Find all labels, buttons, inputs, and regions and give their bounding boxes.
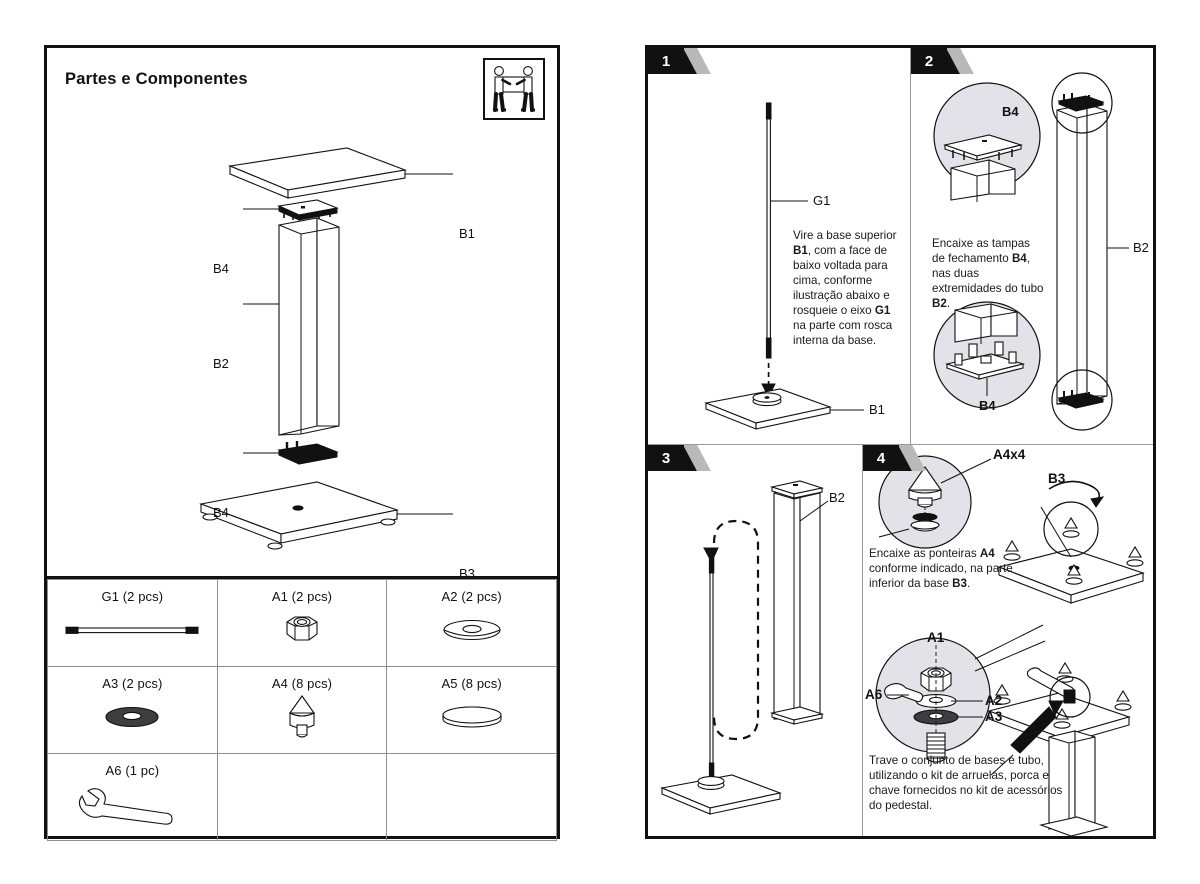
part-b3-base-plate bbox=[198, 481, 400, 550]
step-4-caption-a: Encaixe as ponteiras A4 conforme indicad… bbox=[869, 547, 1013, 591]
part-label-empty-2 bbox=[387, 754, 556, 763]
step-4-number: 4 bbox=[863, 445, 899, 471]
label-b4-top: B4 bbox=[213, 261, 229, 276]
part-cell-a4: A4 (8 pcs) bbox=[216, 666, 388, 754]
step-1-number: 1 bbox=[648, 48, 684, 74]
part-cell-a1: A1 (2 pcs) bbox=[216, 579, 388, 667]
assembly-steps-panel: 1 G1 B1 bbox=[645, 45, 1156, 839]
step-1-label-b1: B1 bbox=[869, 402, 885, 417]
step-2-drawing bbox=[933, 72, 1129, 431]
part-label-a3: A3 (2 pcs) bbox=[102, 676, 163, 691]
step-1-label-g1: G1 bbox=[813, 193, 831, 208]
step-4: 4 bbox=[863, 445, 1153, 836]
table-row: A3 (2 pcs) A4 (8 pcs) bbox=[47, 666, 557, 754]
step-1-drawing bbox=[704, 102, 864, 430]
step-2-label-b4-bottom: B4 bbox=[979, 398, 996, 413]
step-3-number: 3 bbox=[648, 445, 684, 471]
step-3: 3 bbox=[648, 445, 863, 836]
step-4-label-a6: A6 bbox=[865, 687, 883, 702]
table-row: A6 (1 pc) bbox=[47, 753, 557, 841]
part-cell-g1: G1 (2 pcs) bbox=[47, 579, 218, 667]
flat-washer-icon bbox=[387, 604, 556, 656]
step-2-label-b2: B2 bbox=[1133, 240, 1149, 255]
step-2-label-b4-top: B4 bbox=[1002, 104, 1019, 119]
part-label-a1: A1 (2 pcs) bbox=[271, 589, 333, 604]
step-2-badge: 2 bbox=[911, 48, 981, 74]
parts-table: G1 (2 pcs) A1 (2 pcs) bbox=[47, 576, 557, 841]
step-4-label-a1: A1 bbox=[927, 630, 945, 645]
part-b1-top-plate bbox=[227, 147, 408, 199]
part-b2-column bbox=[278, 217, 340, 436]
dark-washer-icon bbox=[48, 691, 217, 743]
part-label-empty-1 bbox=[218, 754, 387, 763]
part-label-a6: A6 (1 pc) bbox=[105, 763, 160, 778]
step-2-slash bbox=[947, 48, 981, 74]
step-3-label-b2: B2 bbox=[829, 490, 845, 505]
step-3-slash bbox=[684, 445, 718, 471]
spike-foot-icon bbox=[218, 691, 387, 743]
step-4-label-a2: A2 bbox=[985, 693, 1003, 708]
part-label-a5: A5 (8 pcs) bbox=[441, 676, 502, 691]
step-3-badge: 3 bbox=[648, 445, 718, 471]
disc-pad-icon bbox=[387, 691, 556, 743]
step-3-drawing bbox=[660, 480, 829, 815]
step-4-badge: 4 bbox=[863, 445, 933, 471]
step-1: 1 G1 B1 bbox=[648, 48, 911, 445]
table-row: G1 (2 pcs) A1 (2 pcs) bbox=[47, 579, 557, 667]
label-b1: B1 bbox=[459, 226, 475, 241]
page-title: Partes e Componentes bbox=[65, 70, 248, 88]
step-2-caption: Encaixe as tampas de fechamento B4, nas … bbox=[932, 237, 1044, 311]
step-4-drawing bbox=[875, 455, 1145, 836]
step-1-slash bbox=[684, 48, 718, 74]
label-b4-bottom: B4 bbox=[213, 505, 229, 520]
part-label-a4: A4 (8 pcs) bbox=[271, 676, 333, 691]
step-1-caption: Vire a base superior B1, com a face de b… bbox=[793, 229, 897, 348]
part-cell-a6: A6 (1 pc) bbox=[47, 753, 218, 841]
step-2-number: 2 bbox=[911, 48, 947, 74]
step-1-badge: 1 bbox=[648, 48, 718, 74]
part-cell-a3: A3 (2 pcs) bbox=[47, 666, 218, 754]
threaded-rod-icon bbox=[48, 604, 217, 656]
step-2: 2 bbox=[911, 48, 1153, 445]
part-cell-empty-1 bbox=[216, 753, 388, 841]
part-cell-a5: A5 (8 pcs) bbox=[386, 666, 557, 754]
step-4-label-a3: A3 bbox=[985, 709, 1003, 724]
step-4-slash bbox=[899, 445, 933, 471]
step-4-label-b3: B3 bbox=[1048, 471, 1066, 486]
part-cell-a2: A2 (2 pcs) bbox=[386, 579, 557, 667]
part-cell-empty-2 bbox=[386, 753, 557, 841]
exploded-assembly-diagram: B1 B4 B2 B4 B3 bbox=[47, 108, 557, 581]
hex-nut-icon bbox=[218, 604, 387, 656]
two-person-lift-icon bbox=[483, 58, 545, 120]
label-b2: B2 bbox=[213, 356, 229, 371]
part-label-a2: A2 (2 pcs) bbox=[441, 589, 502, 604]
part-b4-bottom-cap bbox=[277, 441, 339, 465]
wrench-icon bbox=[48, 778, 217, 830]
step-4-label-a4x4: A4x4 bbox=[993, 447, 1026, 462]
part-b4-top-cap bbox=[277, 199, 339, 221]
part-label-g1: G1 (2 pcs) bbox=[101, 589, 164, 604]
step-4-caption-b: Trave o conjunto de bases e tubo, utiliz… bbox=[869, 754, 1063, 813]
parts-and-components-panel: Partes e Componentes bbox=[44, 45, 560, 841]
